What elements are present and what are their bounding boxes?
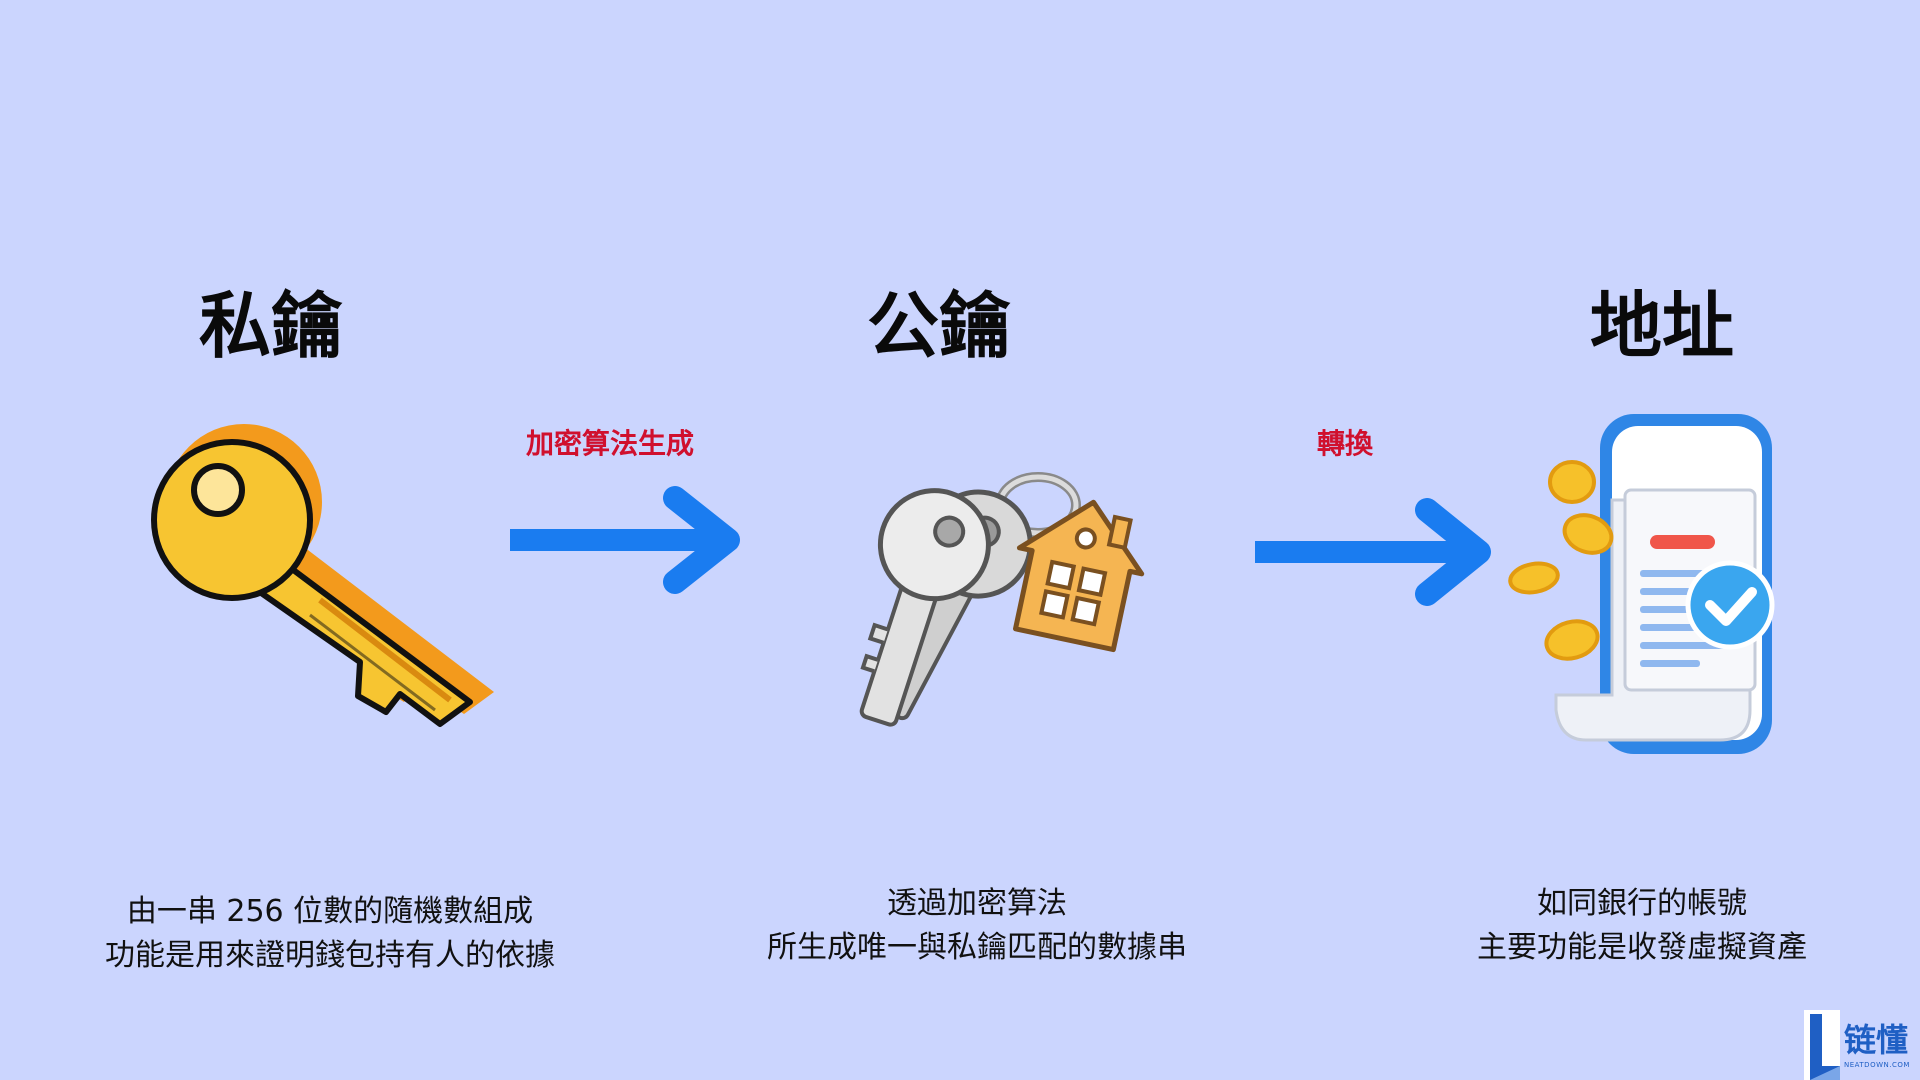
house-keychain-icon (859, 472, 1145, 727)
description-line: 主要功能是收發虛擬資產 (1477, 930, 1807, 965)
description-line: 功能是用來證明錢包持有人的依據 (105, 938, 555, 973)
node-description-address: 如同銀行的帳號 主要功能是收發虛擬資產 (1362, 882, 1920, 970)
description-line: 所生成唯一與私鑰匹配的數據串 (767, 930, 1187, 965)
description-line: 如同銀行的帳號 (1537, 886, 1747, 921)
watermark-logo: 链懂 NEATDOWN.COM (1800, 1010, 1920, 1080)
logo-mark-icon (1804, 1010, 1840, 1080)
node-description-private-key: 由一串 256 位數的隨機數組成 功能是用來證明錢包持有人的依據 (50, 890, 610, 978)
node-title-address: 地址 (1589, 284, 1734, 368)
description-line: 由一串 256 位數的隨機數組成 (126, 894, 534, 929)
node-title-public-key: 公鑰 (866, 284, 1011, 368)
phone-receipt-coins-icon (1508, 414, 1775, 754)
edge-label-convert: 轉換 (1316, 427, 1373, 460)
node-description-public-key: 透過加密算法 所生成唯一與私鑰匹配的數據串 (697, 882, 1257, 970)
watermark-name: 链懂 (1844, 1021, 1909, 1059)
edge-label-encrypt: 加密算法生成 (525, 427, 694, 460)
arrow-private-to-public (510, 486, 740, 594)
watermark-domain: NEATDOWN.COM (1844, 1061, 1910, 1069)
description-line: 透過加密算法 (887, 886, 1067, 921)
arrow-public-to-address (1255, 498, 1491, 606)
gold-key-icon (151, 424, 494, 727)
node-title-private-key: 私鑰 (198, 284, 343, 368)
